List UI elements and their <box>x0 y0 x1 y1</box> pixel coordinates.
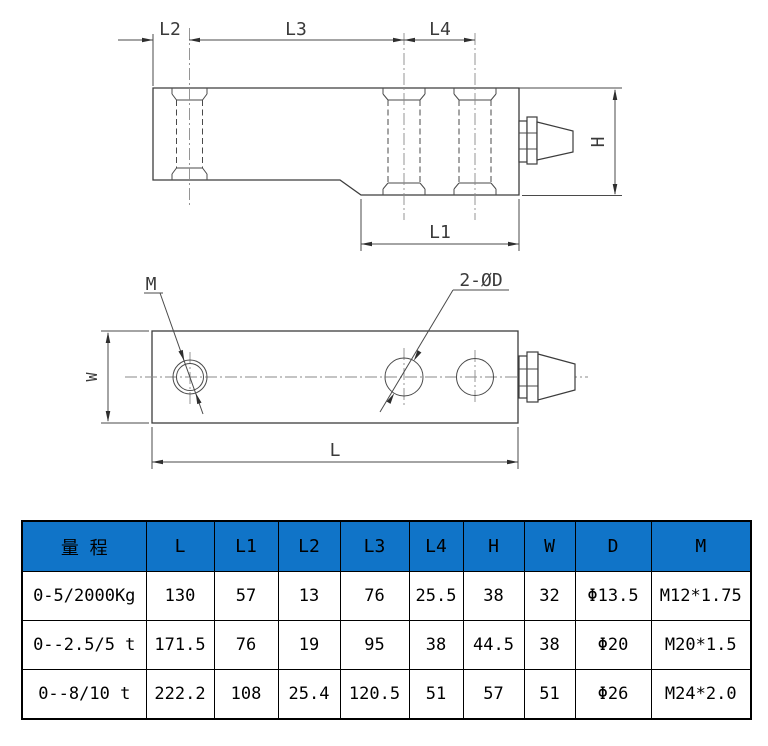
table-cell: 130 <box>145 571 215 621</box>
table-cell: 19 <box>277 620 341 670</box>
table-cell: 0--2.5/5 t <box>21 620 147 670</box>
side-top-dimensions: L2 L3 L4 <box>118 19 475 86</box>
table-cell: 32 <box>523 571 576 621</box>
table-cell: 25.4 <box>277 669 341 720</box>
table-cell: 171.5 <box>145 620 215 670</box>
side-view: L2 L3 L4 H L1 <box>118 19 622 251</box>
table-cell: 0--8/10 t <box>21 669 147 720</box>
table-row: 0--8/10 t 222.2 108 25.4 120.5 51 57 51 … <box>21 669 752 720</box>
plan-cable-connector <box>518 351 576 403</box>
table-cell: 38 <box>408 620 464 670</box>
table-row: 0--2.5/5 t 171.5 76 19 95 38 44.5 38 Φ20… <box>21 620 752 670</box>
dim-label-l2: L2 <box>159 19 181 40</box>
side-hole-left <box>171 28 208 205</box>
header-cell-l: L <box>145 520 215 572</box>
header-cell-l2: L2 <box>277 520 341 572</box>
table-cell: 25.5 <box>408 571 464 621</box>
dim-label-l: L <box>330 440 341 461</box>
header-cell-d: D <box>574 520 652 572</box>
table-cell: M24*2.0 <box>650 669 752 720</box>
thread-label: M <box>146 274 157 295</box>
header-cell-l3: L3 <box>339 520 410 572</box>
table-cell: 51 <box>523 669 576 720</box>
table-row: 0-5/2000Kg 130 57 13 76 25.5 38 32 Φ13.5… <box>21 571 752 621</box>
thread-leader: M <box>144 274 204 415</box>
l-dimension: L <box>151 427 519 469</box>
side-cable-connector <box>518 116 574 165</box>
technical-drawing: L2 L3 L4 H L1 <box>83 19 622 469</box>
table-cell: 76 <box>213 620 279 670</box>
l1-dimension: L1 <box>360 199 520 251</box>
table-cell: M20*1.5 <box>650 620 752 670</box>
table-cell: 38 <box>462 571 525 621</box>
plan-hole-a <box>384 348 424 406</box>
w-dimension: W <box>83 330 149 424</box>
h-dimension: H <box>588 89 618 195</box>
header-cell-m: M <box>650 520 752 572</box>
table-cell: 57 <box>213 571 279 621</box>
header-cell-range: 量 程 <box>21 520 147 572</box>
table-cell: Φ13.5 <box>574 571 652 621</box>
side-hole-b <box>453 33 497 220</box>
table-cell: 120.5 <box>339 669 410 720</box>
side-body-outline <box>152 87 520 196</box>
header-cell-h: H <box>462 520 525 572</box>
spec-table: 量 程 L L1 L2 L3 L4 H W D M 0-5/2000Kg 130… <box>21 520 752 720</box>
table-cell: M12*1.75 <box>650 571 752 621</box>
dim-label-h: H <box>588 137 609 148</box>
header-cell-l1: L1 <box>213 520 279 572</box>
plan-view: M 2-ØD W <box>83 270 588 469</box>
table-cell: 57 <box>462 669 525 720</box>
table-cell: 222.2 <box>145 669 215 720</box>
table-cell: 38 <box>523 620 576 670</box>
table-cell: 13 <box>277 571 341 621</box>
table-cell: 108 <box>213 669 279 720</box>
table-header-row: 量 程 L L1 L2 L3 L4 H W D M <box>21 520 752 572</box>
dim-label-l4: L4 <box>429 19 451 40</box>
dim-label-l1: L1 <box>429 222 451 243</box>
header-cell-l4: L4 <box>408 520 464 572</box>
dim-label-w: W <box>83 372 101 382</box>
plan-hole-b <box>456 350 494 404</box>
holes-leader: 2-ØD <box>379 270 509 413</box>
table-cell: 0-5/2000Kg <box>21 571 147 621</box>
table-cell: Φ26 <box>574 669 652 720</box>
header-cell-w: W <box>523 520 576 572</box>
table-cell: 51 <box>408 669 464 720</box>
side-hole-a <box>382 33 426 220</box>
dim-label-l3: L3 <box>285 19 307 40</box>
table-cell: 95 <box>339 620 410 670</box>
table-cell: 76 <box>339 571 410 621</box>
holes-label: 2-ØD <box>459 270 502 291</box>
table-cell: 44.5 <box>462 620 525 670</box>
table-cell: Φ20 <box>574 620 652 670</box>
